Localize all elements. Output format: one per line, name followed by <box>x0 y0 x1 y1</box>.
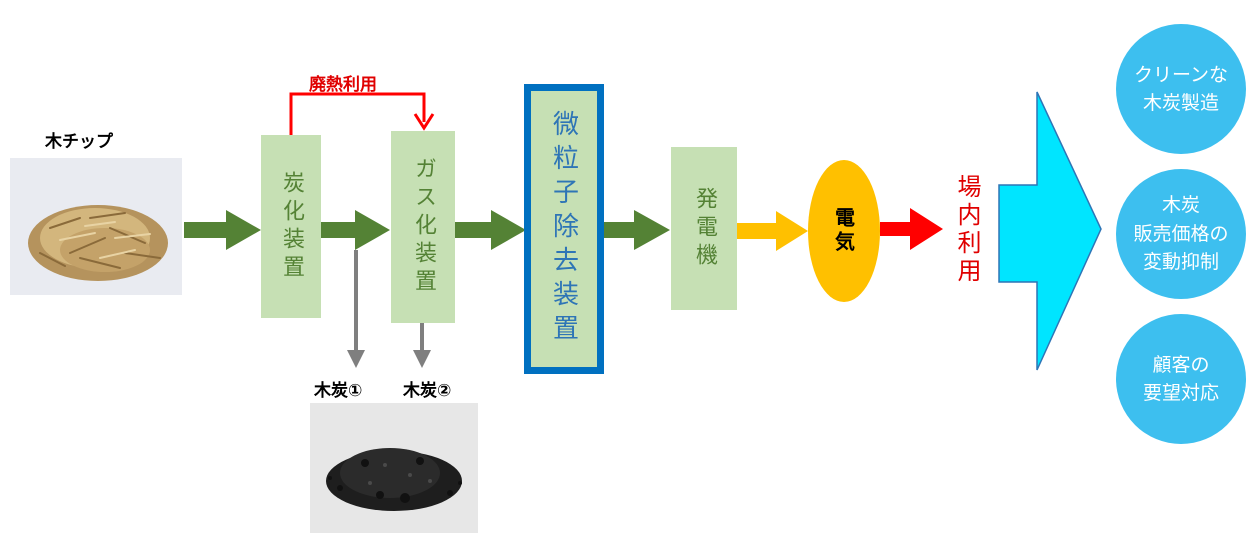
big-result-arrow <box>998 91 1102 371</box>
benefit2-line1: 木炭 <box>1161 194 1200 217</box>
electricity-label: 電気 <box>831 207 856 255</box>
benefit2-line2: 販売価格の <box>1133 222 1229 245</box>
charcoal1-label: 木炭① <box>314 381 363 401</box>
charcoal1-arrowhead <box>347 350 365 368</box>
waste-heat-label: 廃熱利用 <box>309 75 377 95</box>
wood-chip-photo <box>10 158 182 295</box>
benefit2-line3: 変動抑制 <box>1142 251 1219 274</box>
electricity-ellipse: 電気 <box>808 160 880 302</box>
waste-heat-connector <box>289 92 426 135</box>
arrow-carbonizer-to-gasifier <box>321 210 390 250</box>
benefit1-line1: クリーンな <box>1133 63 1229 86</box>
benefit-clean-charcoal: クリーンな 木炭製造 <box>1116 24 1246 154</box>
gasifier-label: ガス化装置 <box>411 157 436 297</box>
arrow-gasifier-to-removal <box>455 210 526 250</box>
generator-label: 発電機 <box>692 186 717 271</box>
wood-chip-label: 木チップ <box>45 132 113 152</box>
charcoal2-label: 木炭② <box>403 381 452 401</box>
gasifier-box: ガス化装置 <box>391 131 455 323</box>
charcoal2-arrowhead <box>413 350 431 368</box>
particle-removal-box: 微粒子除去装置 <box>524 84 604 374</box>
particle-removal-label: 微粒子除去装置 <box>548 110 579 348</box>
arrow-chips-to-carbonizer <box>184 210 261 250</box>
benefit1-line2: 木炭製造 <box>1142 92 1219 114</box>
arrow-generator-to-electricity <box>737 211 808 251</box>
waste-heat-arrowhead <box>413 113 435 131</box>
benefit-price-stability: 木炭 販売価格の 変動抑制 <box>1116 169 1246 299</box>
carbonizer-box: 炭化装置 <box>261 135 321 318</box>
onsite-use: 場内利用 <box>950 160 985 300</box>
benefit3-line2: 要望対応 <box>1142 382 1219 404</box>
generator-box: 発電機 <box>671 147 737 310</box>
arrow-electricity-to-onsite <box>880 208 943 250</box>
charcoal-photo <box>310 403 478 533</box>
carbonizer-label: 炭化装置 <box>279 170 304 283</box>
benefit-customer-needs: 顧客の 要望対応 <box>1116 314 1246 444</box>
benefit3-line1: 顧客の <box>1152 353 1210 376</box>
arrow-removal-to-generator <box>600 210 670 250</box>
onsite-use-label: 場内利用 <box>953 174 981 286</box>
